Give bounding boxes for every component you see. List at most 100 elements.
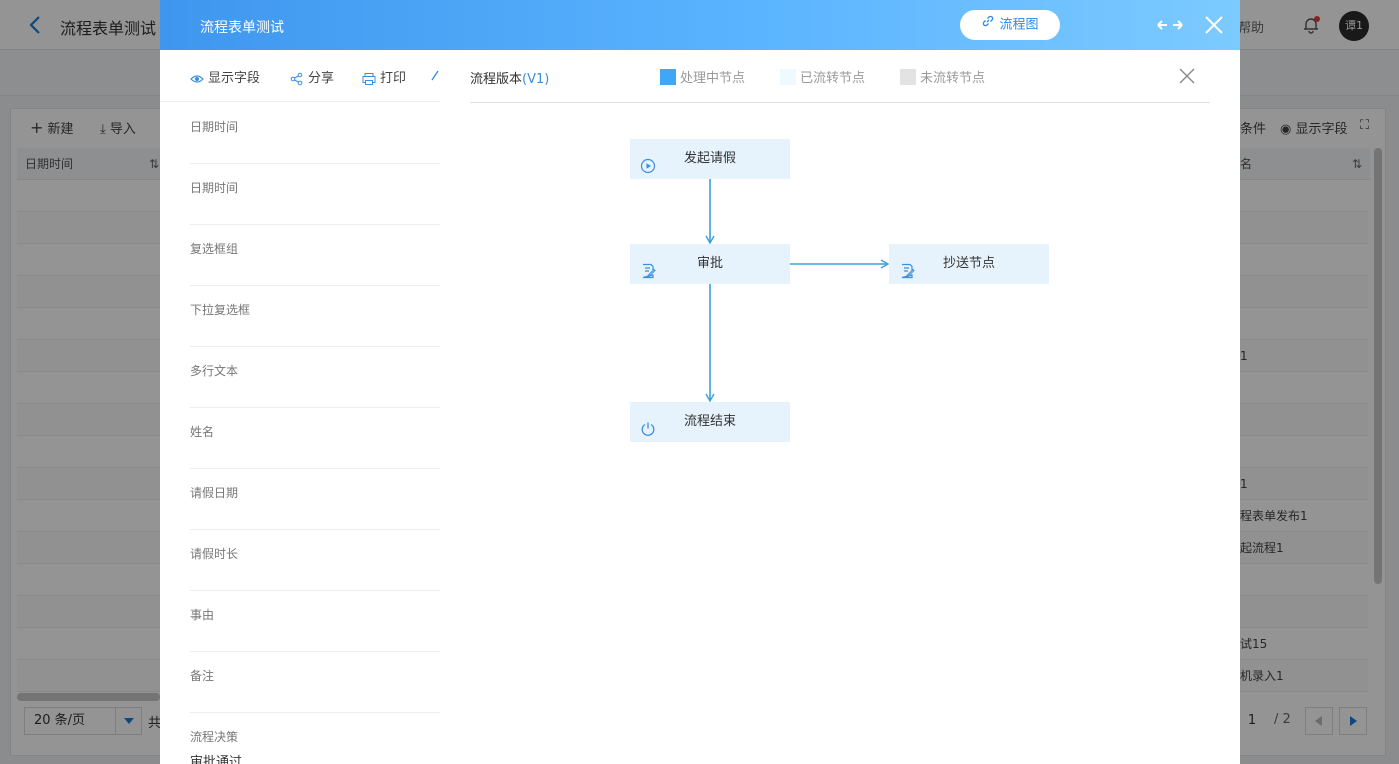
horizontal-scrollbar[interactable] (17, 693, 160, 701)
table-row[interactable]: 起流程1 (1232, 532, 1368, 564)
close-icon[interactable] (1178, 67, 1196, 85)
table-row[interactable] (1232, 436, 1368, 468)
help-link[interactable]: 帮助 (1238, 21, 1265, 36)
table-row[interactable] (17, 628, 163, 660)
table-row[interactable]: 程表单发布1 (1232, 500, 1368, 532)
form-field-remark[interactable]: 备注 (190, 652, 440, 713)
form-field-dropdown-checkbox[interactable]: 下拉复选框 (190, 286, 440, 347)
chevron-down-icon[interactable] (115, 708, 141, 734)
table-row[interactable] (17, 564, 163, 596)
printer-icon (362, 72, 376, 85)
form-field-name[interactable]: 姓名 (190, 408, 440, 469)
table-row[interactable] (17, 500, 163, 532)
flow-version-number: (V1) (522, 72, 550, 87)
flow-node-cc[interactable]: 抄送节点 (889, 244, 1049, 284)
bell-icon[interactable] (1302, 16, 1320, 34)
filter-button[interactable]: 条件 (1240, 122, 1267, 137)
column-header-name[interactable]: 名 ⇅ (1232, 148, 1370, 180)
form-field-datetime-1[interactable]: 日期时间 (190, 103, 440, 164)
share-button[interactable]: 分享 (290, 67, 334, 86)
table-row[interactable] (17, 436, 163, 468)
page-size-select[interactable]: 20 条/页 (24, 707, 142, 735)
table-row[interactable] (17, 660, 163, 692)
flowchart-panel: 流程版本(V1) 处理中节点 已流转节点 未流转节点 (440, 50, 1240, 764)
form-field-checkbox-group[interactable]: 复选框组 (190, 225, 440, 286)
form-field-textarea[interactable]: 多行文本 (190, 347, 440, 408)
flow-node-approve[interactable]: 审批 (630, 244, 790, 284)
table-row[interactable]: 1 (1232, 468, 1368, 500)
show-fields-button[interactable]: 显示字段 (190, 67, 260, 86)
table-row[interactable] (1232, 212, 1368, 244)
table-row[interactable] (17, 340, 163, 372)
vertical-scrollbar[interactable] (1374, 148, 1382, 584)
table-row[interactable]: 机录入1 (1232, 660, 1368, 692)
table-row[interactable] (17, 276, 163, 308)
table-row[interactable] (17, 212, 163, 244)
table-row[interactable]: 试15 (1232, 628, 1368, 660)
expand-icon[interactable] (1156, 16, 1184, 34)
close-icon[interactable] (1203, 14, 1225, 36)
table-row[interactable] (1232, 308, 1368, 340)
edit-icon[interactable] (430, 67, 444, 82)
legend-swatch (660, 69, 676, 85)
table-row[interactable] (17, 372, 163, 404)
table-row[interactable] (1232, 276, 1368, 308)
edit-doc-icon (640, 256, 656, 279)
flow-node-end[interactable]: 流程结束 (630, 402, 790, 442)
table-row[interactable] (17, 404, 163, 436)
flowchart-button[interactable]: 流程图 (960, 10, 1060, 40)
table-row[interactable] (17, 308, 163, 340)
sort-icon[interactable]: ⇅ (1351, 157, 1362, 171)
page-title: 流程表单测试 (60, 19, 157, 38)
table-row[interactable]: 1 (1232, 340, 1368, 372)
page-number-input[interactable]: 1 (1247, 713, 1257, 728)
flow-node-start[interactable]: 发起请假 (630, 139, 790, 179)
page-total: / 2 (1274, 712, 1291, 727)
next-page-button[interactable] (1339, 707, 1367, 735)
notification-dot (1314, 16, 1320, 22)
table-row[interactable] (17, 244, 163, 276)
fullscreen-icon[interactable]: ⛶ (1360, 118, 1370, 133)
table-row[interactable] (17, 532, 163, 564)
form-field-decision[interactable]: 流程决策 审批通过 (190, 730, 243, 764)
form-field-leave-date[interactable]: 请假日期 (190, 469, 440, 530)
legend-swatch (780, 69, 796, 85)
table-row[interactable] (1232, 596, 1368, 628)
power-icon (640, 414, 656, 436)
flow-connectors (705, 179, 890, 403)
table-row[interactable] (1232, 564, 1368, 596)
form-field-leave-duration[interactable]: 请假时长 (190, 530, 440, 591)
link-icon (981, 10, 995, 40)
back-icon[interactable] (26, 14, 46, 36)
share-icon (290, 72, 303, 85)
column-header-datetime[interactable]: 日期时间 ⇅ (17, 148, 163, 180)
table-row[interactable] (1232, 180, 1368, 212)
prev-page-button[interactable] (1305, 707, 1333, 735)
plus-icon: + (30, 118, 44, 137)
legend-pending: 未流转节点 (900, 67, 985, 86)
form-field-datetime-2[interactable]: 日期时间 (190, 164, 440, 225)
show-fields-button[interactable]: ◉ 显示字段 (1280, 122, 1348, 137)
avatar[interactable]: 谭1 (1339, 11, 1369, 41)
form-field-reason[interactable]: 事由 (190, 591, 440, 652)
download-icon: ⤓ (100, 122, 106, 137)
table-row[interactable] (17, 468, 163, 500)
table-row[interactable] (1232, 244, 1368, 276)
legend-processing: 处理中节点 (660, 67, 745, 86)
new-button[interactable]: + 新建 (30, 118, 74, 137)
edit-doc-icon (899, 256, 915, 279)
table-row[interactable] (17, 180, 163, 212)
flow-version: 流程版本(V1) (470, 72, 550, 87)
eye-icon (190, 74, 204, 83)
divider (470, 102, 1210, 103)
table-row[interactable] (1232, 372, 1368, 404)
import-button[interactable]: ⤓ 导入 (100, 122, 136, 137)
eye-icon: ◉ (1280, 122, 1292, 137)
table-row[interactable] (17, 596, 163, 628)
sort-icon[interactable]: ⇅ (148, 157, 159, 171)
print-button[interactable]: 打印 (362, 67, 406, 86)
play-icon (640, 151, 656, 174)
form-dialog: 流程表单测试 流程图 显示字段 分享 打印 日期时间 日期时间 (160, 0, 1240, 764)
table-row[interactable] (1232, 404, 1368, 436)
total-count: 共 (148, 716, 162, 731)
